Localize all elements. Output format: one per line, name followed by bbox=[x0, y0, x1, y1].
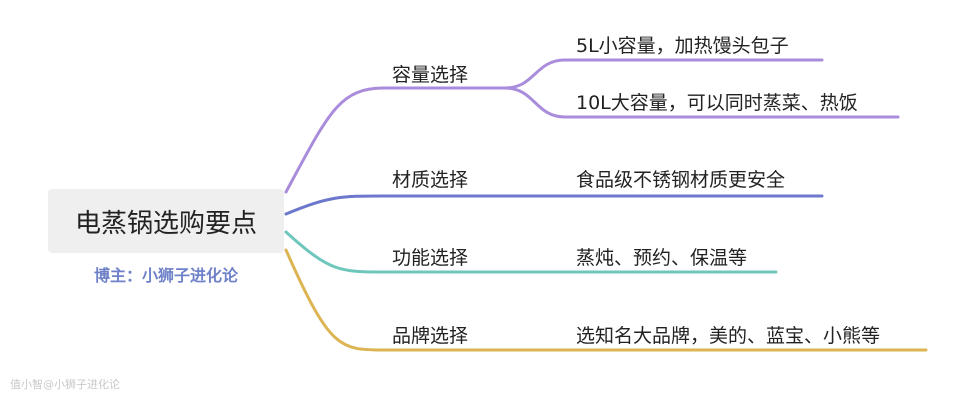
branch-capacity[interactable]: 容量选择 bbox=[392, 64, 469, 86]
watermark: 值小智@小狮子进化论 bbox=[10, 378, 120, 391]
author-caption: 博主：小狮子进化论 bbox=[93, 266, 238, 285]
branch-brand[interactable]: 品牌选择 bbox=[392, 325, 469, 347]
connector-root-brand bbox=[284, 248, 928, 352]
branch-function[interactable]: 功能选择 bbox=[392, 247, 469, 269]
connector-capacity-small bbox=[503, 58, 824, 90]
root-title: 电蒸锅选购要点 bbox=[74, 208, 257, 239]
connector-root-function bbox=[284, 230, 778, 274]
leaf-function[interactable]: 蒸炖、预约、保温等 bbox=[576, 247, 748, 269]
connector-root-material bbox=[284, 194, 824, 216]
leaf-capacity-small[interactable]: 5L小容量，加热馒头包子 bbox=[576, 35, 789, 57]
root-node[interactable]: 电蒸锅选购要点 bbox=[48, 189, 284, 253]
leaf-material[interactable]: 食品级不锈钢材质更安全 bbox=[576, 169, 786, 191]
leaf-brand[interactable]: 选知名大品牌，美的、蓝宝、小熊等 bbox=[576, 325, 881, 347]
leaf-capacity-large[interactable]: 10L大容量，可以同时蒸菜、热饭 bbox=[576, 92, 858, 114]
connector-capacity-large bbox=[503, 86, 900, 119]
branch-material[interactable]: 材质选择 bbox=[392, 169, 469, 191]
connector-root-capacity bbox=[284, 86, 507, 194]
